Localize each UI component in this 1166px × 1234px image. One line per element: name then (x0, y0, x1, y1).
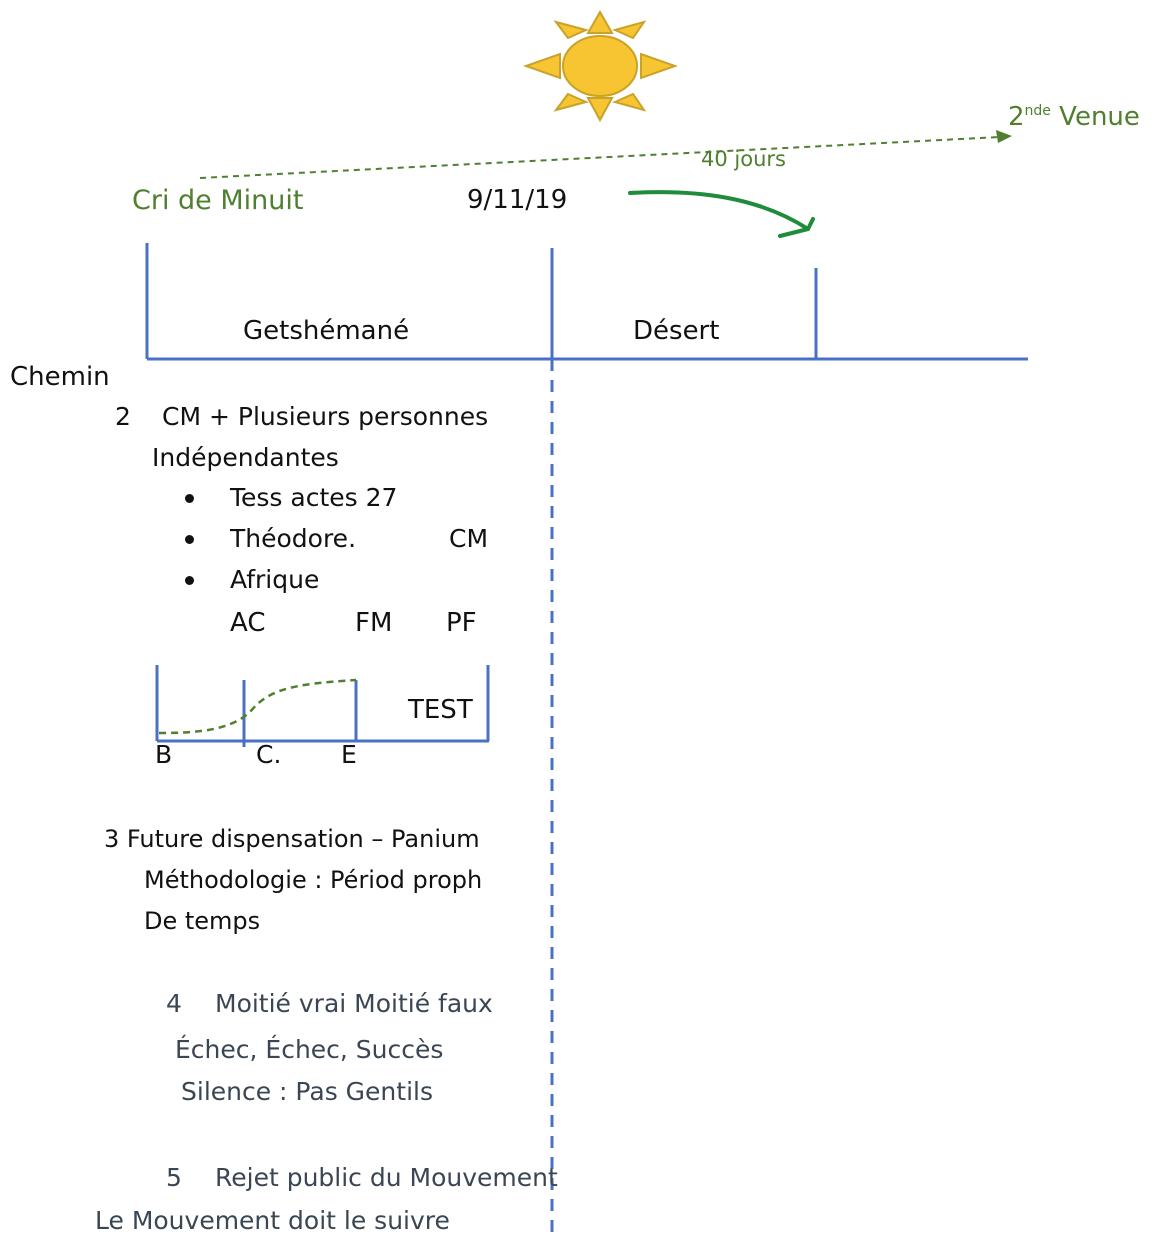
abbrev-pf: PF (446, 608, 477, 638)
forty-days-arrowhead-icon (778, 217, 815, 238)
item4-line2: Échec, Échec, Succès (175, 1035, 444, 1064)
path-label: Chemin (10, 362, 110, 392)
bullet-dot-icon (185, 576, 194, 585)
item3-line2: Méthodologie : Périod proph (144, 866, 483, 894)
item3-line3: De temps (144, 907, 261, 935)
item5-line1: Rejet public du Mouvement (215, 1163, 558, 1192)
item3-line1: 3 Future dispensation – Panium (104, 825, 480, 853)
mini-label-e: E (341, 740, 357, 769)
date-label: 9/11/19 (467, 185, 568, 215)
second-coming-label: 2nde Venue (1008, 102, 1140, 132)
item5-number: 5 (166, 1163, 182, 1192)
mini-timeline (155, 665, 490, 747)
bullet-item: Tess actes 27 (230, 483, 398, 512)
desert-label: Désert (633, 316, 720, 346)
midnight-cry-label: Cri de Minuit (132, 185, 304, 216)
mini-label-c: C. (256, 740, 282, 769)
item2-line2: Indépendantes (152, 443, 339, 472)
bullet-item: Théodore. (230, 524, 357, 553)
forty-days-arrow (628, 190, 810, 231)
cm-label: CM (449, 524, 489, 553)
mini-test-label: TEST (408, 695, 473, 725)
sun-icon (522, 9, 679, 123)
gethsemane-label: Getshémané (243, 316, 410, 346)
forty-days-label: 40 jours (701, 147, 786, 171)
item2-number: 2 (115, 402, 131, 431)
second-coming-arrowhead-icon (996, 130, 1012, 143)
item4-number: 4 (166, 989, 182, 1018)
item4-line3: Silence : Pas Gentils (181, 1077, 433, 1106)
item5-line2: Le Mouvement doit le suivre (95, 1206, 450, 1234)
bullet-dot-icon (185, 494, 194, 503)
mini-label-b: B (155, 740, 173, 769)
bullet-dot-icon (185, 535, 194, 544)
bullet-item: Afrique (230, 565, 320, 594)
item2-line1: CM + Plusieurs personnes (162, 402, 489, 431)
abbrev-ac: AC (230, 608, 266, 638)
abbrev-fm: FM (355, 608, 393, 638)
mini-timeline-dashed-curve (158, 678, 357, 735)
item4-line1: Moitié vrai Moitié faux (215, 989, 493, 1018)
second-coming-dashed-line (199, 136, 1001, 179)
main-timeline (145, 243, 1028, 361)
